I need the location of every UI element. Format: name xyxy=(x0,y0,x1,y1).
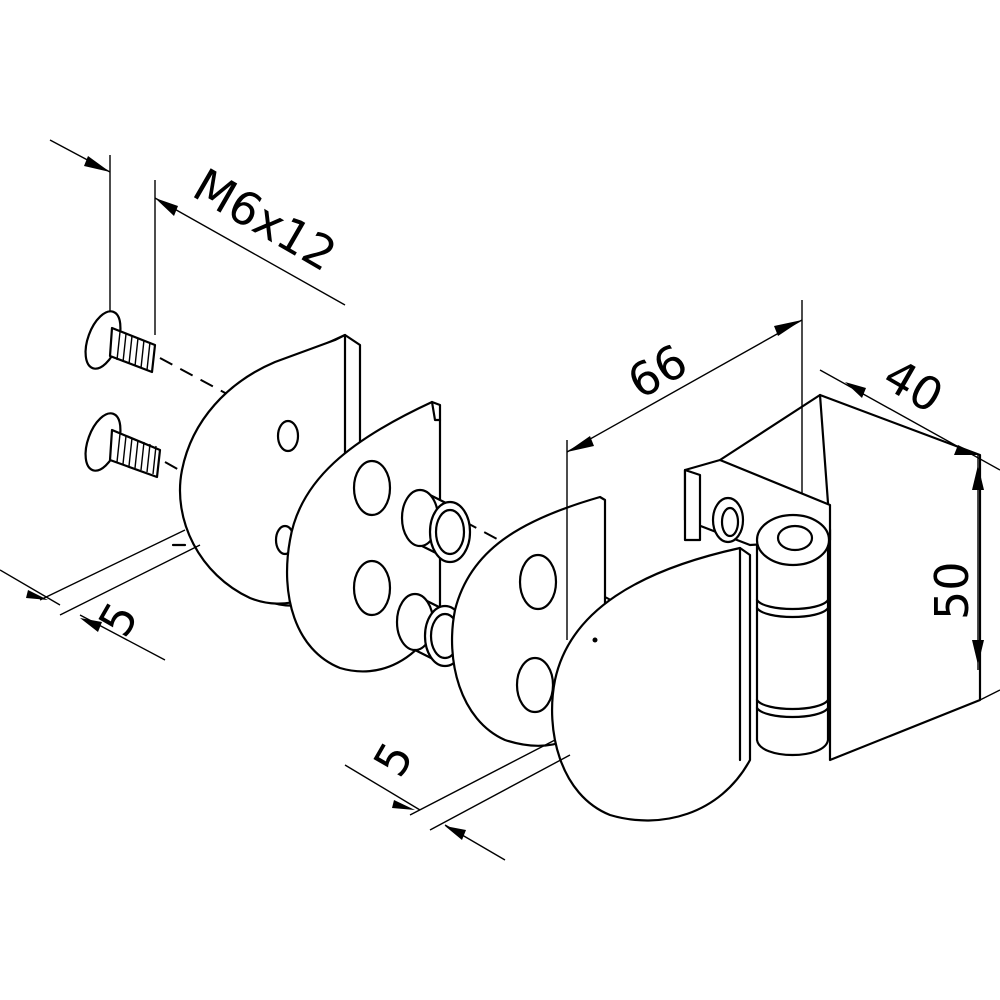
height-label: 50 xyxy=(925,561,979,620)
depth-label: 40 xyxy=(875,348,953,424)
height-dimension: 50 xyxy=(925,455,1000,701)
hinge-body xyxy=(683,393,982,762)
screw-size-label: M6x12 xyxy=(185,158,346,282)
bushing-top xyxy=(400,488,472,564)
glass-thickness-left-label: 5 xyxy=(88,593,149,645)
hinge-plate xyxy=(551,546,752,822)
screw-dimension: M6x12 xyxy=(49,139,346,335)
screw-bottom xyxy=(84,412,162,479)
glass-thickness-left-dimension: 5 xyxy=(0,529,201,661)
glass-thickness-right-label: 5 xyxy=(363,733,424,785)
length-label: 66 xyxy=(619,333,697,409)
screw-top xyxy=(84,310,157,374)
glass-thickness-right-dimension: 5 xyxy=(344,733,571,861)
